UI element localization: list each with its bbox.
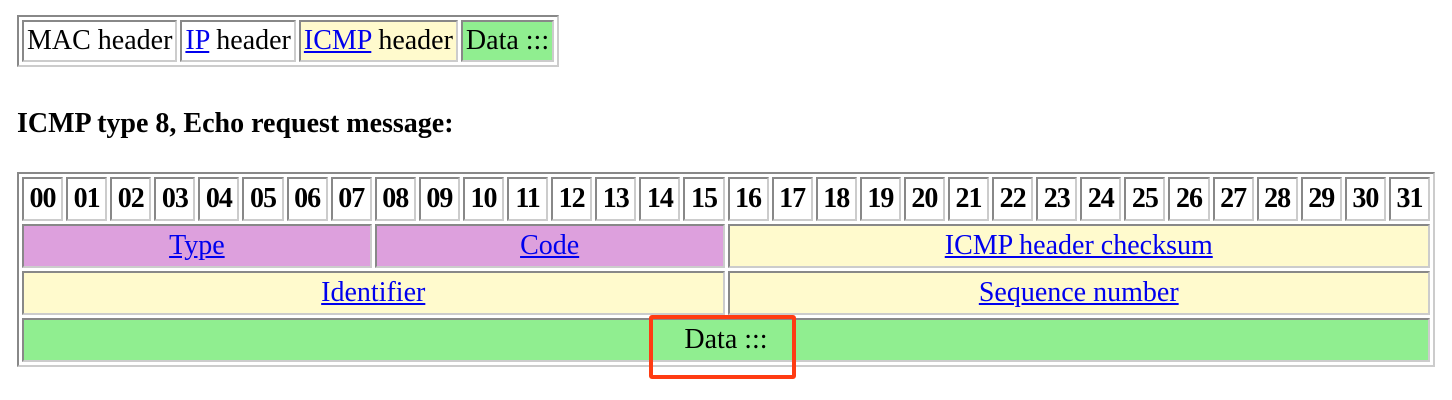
sequence-field: Sequence number xyxy=(727,271,1430,315)
data-field-label: Data ::: xyxy=(684,324,768,355)
bit-number: 03 xyxy=(154,177,196,221)
code-link[interactable]: Code xyxy=(520,230,580,261)
identifier-link[interactable]: Identifier xyxy=(321,277,426,308)
data-cell: Data ::: xyxy=(460,20,555,62)
bit-number: 21 xyxy=(947,177,990,221)
bit-number: 27 xyxy=(1212,177,1254,221)
bit-number-row: 00 01 02 03 04 05 06 07 08 09 10 11 12 1… xyxy=(22,177,1430,221)
icmp-header-suffix: header xyxy=(371,25,453,56)
icmp-header-cell: ICMP header xyxy=(298,20,458,62)
bit-number: 08 xyxy=(374,177,416,221)
bit-number: 04 xyxy=(198,177,240,221)
bit-number: 26 xyxy=(1168,177,1210,221)
ip-header-suffix: header xyxy=(209,25,291,56)
type-field: Type xyxy=(22,224,372,268)
bit-number: 14 xyxy=(639,177,681,221)
icmp-format-table: 00 01 02 03 04 05 06 07 08 09 10 11 12 1… xyxy=(17,172,1435,367)
identifier-field: Identifier xyxy=(22,271,725,315)
ip-header-cell: IP header xyxy=(180,20,296,62)
data-label: Data ::: xyxy=(465,25,550,56)
bit-number: 10 xyxy=(462,177,505,221)
bit-number: 16 xyxy=(727,177,769,221)
bit-number: 05 xyxy=(242,177,284,221)
bit-number: 25 xyxy=(1124,177,1166,221)
type-link[interactable]: Type xyxy=(169,230,225,261)
bit-number: 31 xyxy=(1388,177,1430,221)
checksum-field: ICMP header checksum xyxy=(727,224,1430,268)
bit-number: 15 xyxy=(683,177,725,221)
mac-header-label: MAC header xyxy=(27,25,173,56)
type-code-checksum-row: Type Code ICMP header checksum xyxy=(22,224,1430,268)
page-heading: ICMP type 8, Echo request message: xyxy=(17,108,454,139)
sequence-number-link[interactable]: Sequence number xyxy=(978,277,1179,308)
bit-number: 24 xyxy=(1080,177,1122,221)
bit-number: 22 xyxy=(992,177,1034,221)
bit-number: 07 xyxy=(330,177,372,221)
data-field: Data ::: xyxy=(22,318,1430,362)
mac-header-cell: MAC header xyxy=(22,20,178,62)
bit-number: 30 xyxy=(1344,177,1386,221)
encapsulation-table: MAC header IP header ICMP header Data ::… xyxy=(17,15,560,67)
checksum-link[interactable]: ICMP header checksum xyxy=(944,230,1213,261)
bit-number: 12 xyxy=(551,177,593,221)
bit-number: 20 xyxy=(903,177,945,221)
bit-number: 02 xyxy=(110,177,152,221)
bit-number: 17 xyxy=(771,177,813,221)
bit-number: 19 xyxy=(859,177,901,221)
bit-number: 28 xyxy=(1256,177,1298,221)
bit-number: 06 xyxy=(286,177,328,221)
bit-number: 13 xyxy=(595,177,637,221)
icmp-header-link[interactable]: ICMP xyxy=(303,25,372,56)
bit-number: 09 xyxy=(418,177,460,221)
bit-number: 00 xyxy=(22,177,64,221)
code-field: Code xyxy=(374,224,725,268)
bit-number: 29 xyxy=(1300,177,1342,221)
bit-number: 18 xyxy=(815,177,857,221)
data-row: Data ::: xyxy=(22,318,1430,362)
identifier-sequence-row: Identifier Sequence number xyxy=(22,271,1430,315)
bit-number: 11 xyxy=(507,177,549,221)
ip-header-link[interactable]: IP xyxy=(185,25,210,56)
bit-number: 23 xyxy=(1036,177,1078,221)
bit-number: 01 xyxy=(66,177,108,221)
